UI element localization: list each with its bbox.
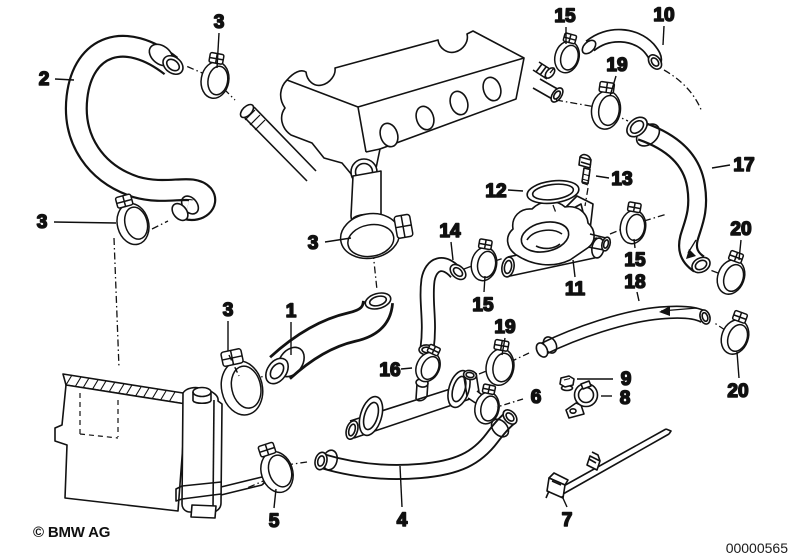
part-callout-19: 19 (494, 317, 515, 338)
callout-leaders (53, 25, 742, 509)
part-callout-10: 10 (653, 5, 674, 26)
part-callout-2: 2 (39, 69, 50, 90)
hose-1-drawing (265, 292, 394, 385)
nut-9-drawing (559, 375, 575, 392)
part-callout-11: 11 (565, 279, 586, 300)
hose-18-drawing (535, 305, 711, 358)
callout-leader-3 (216, 32, 220, 69)
part-callout-3: 3 (214, 12, 225, 33)
callout-leader-6 (496, 398, 524, 408)
hose-10-drawing (581, 28, 663, 70)
callout-leader-7 (561, 495, 568, 508)
hose-clamp-20-bottom (715, 307, 757, 359)
part-callout-16: 16 (379, 360, 400, 381)
part-callout-20: 20 (727, 381, 748, 402)
hose-clamp-20-top (711, 247, 753, 299)
part-callout-19: 19 (606, 55, 627, 76)
callout-leader-3 (53, 221, 117, 224)
hose-clamp-15-right (616, 200, 651, 247)
hose-17-drawing (626, 116, 711, 274)
water-pipe-drawing (345, 369, 494, 441)
callout-leader-11 (572, 259, 576, 278)
callout-leader-17 (711, 164, 731, 169)
part-callout-3: 3 (223, 300, 234, 321)
part-callout-14: 14 (439, 221, 461, 242)
part-callout-17: 17 (733, 155, 754, 176)
callout-leader-20 (736, 351, 740, 379)
part-callout-15: 15 (554, 6, 576, 27)
hose-clamp-19-bottom (482, 337, 520, 389)
callout-leader-16 (400, 367, 413, 370)
callout-leader-2 (54, 78, 75, 81)
callout-leader-3 (324, 237, 352, 243)
part-callout-18: 18 (624, 272, 645, 293)
callout-leader-4 (399, 465, 403, 508)
callout-leader-18 (636, 291, 640, 302)
bolt-13-drawing (578, 153, 592, 186)
o-ring-12-drawing (526, 179, 580, 205)
callout-leader-15 (633, 238, 636, 249)
thermostat-housing-drawing (501, 195, 612, 278)
part-callout-9: 9 (621, 369, 632, 390)
callout-leader-13 (595, 175, 610, 179)
radiator-drawing (54, 373, 265, 519)
part-callout-20: 20 (730, 219, 751, 240)
hose-clamp-3-center (335, 205, 418, 265)
callout-leader-19 (609, 75, 617, 97)
callout-leader-15 (483, 275, 486, 293)
part-callout-5: 5 (269, 511, 280, 532)
hose-2-drawing (64, 34, 217, 222)
callout-leader-19 (501, 337, 506, 356)
part-callout-15: 15 (472, 295, 494, 316)
hose-14-drawing (418, 257, 467, 356)
part-callout-8: 8 (620, 388, 631, 409)
hose-clamp-5 (251, 437, 300, 498)
part-callout-6: 6 (531, 387, 542, 408)
callout-leader-5 (273, 488, 277, 509)
hose-clamp-16 (410, 341, 449, 387)
engine-water-stub-pipe-drawing (239, 103, 317, 182)
copyright-notice: © BMW AG (33, 524, 111, 541)
hose-4-drawing (314, 409, 518, 480)
hose-clamp-15-top (550, 30, 586, 77)
callout-leader-20 (738, 239, 742, 261)
pipe-clamp-8-drawing (565, 380, 599, 419)
part-callout-4: 4 (397, 510, 408, 531)
hose-clamp-19-top (588, 79, 626, 132)
cable-tie-7-drawing (545, 428, 672, 499)
engine-heater-fittings-drawing (532, 61, 564, 103)
callout-leader-3 (228, 354, 240, 377)
part-callout-7: 7 (562, 510, 573, 531)
part-callout-12: 12 (485, 181, 506, 202)
callout-leader-12 (507, 189, 524, 192)
document-number: 00000565 (725, 540, 788, 556)
part-callout-3: 3 (37, 212, 48, 233)
part-callout-3: 3 (308, 233, 319, 254)
part-callout-15: 15 (624, 250, 646, 271)
part-callout-1: 1 (286, 301, 297, 322)
callout-leader-14 (450, 241, 454, 261)
part-callout-13: 13 (611, 169, 632, 190)
callout-leader-10 (662, 25, 665, 46)
